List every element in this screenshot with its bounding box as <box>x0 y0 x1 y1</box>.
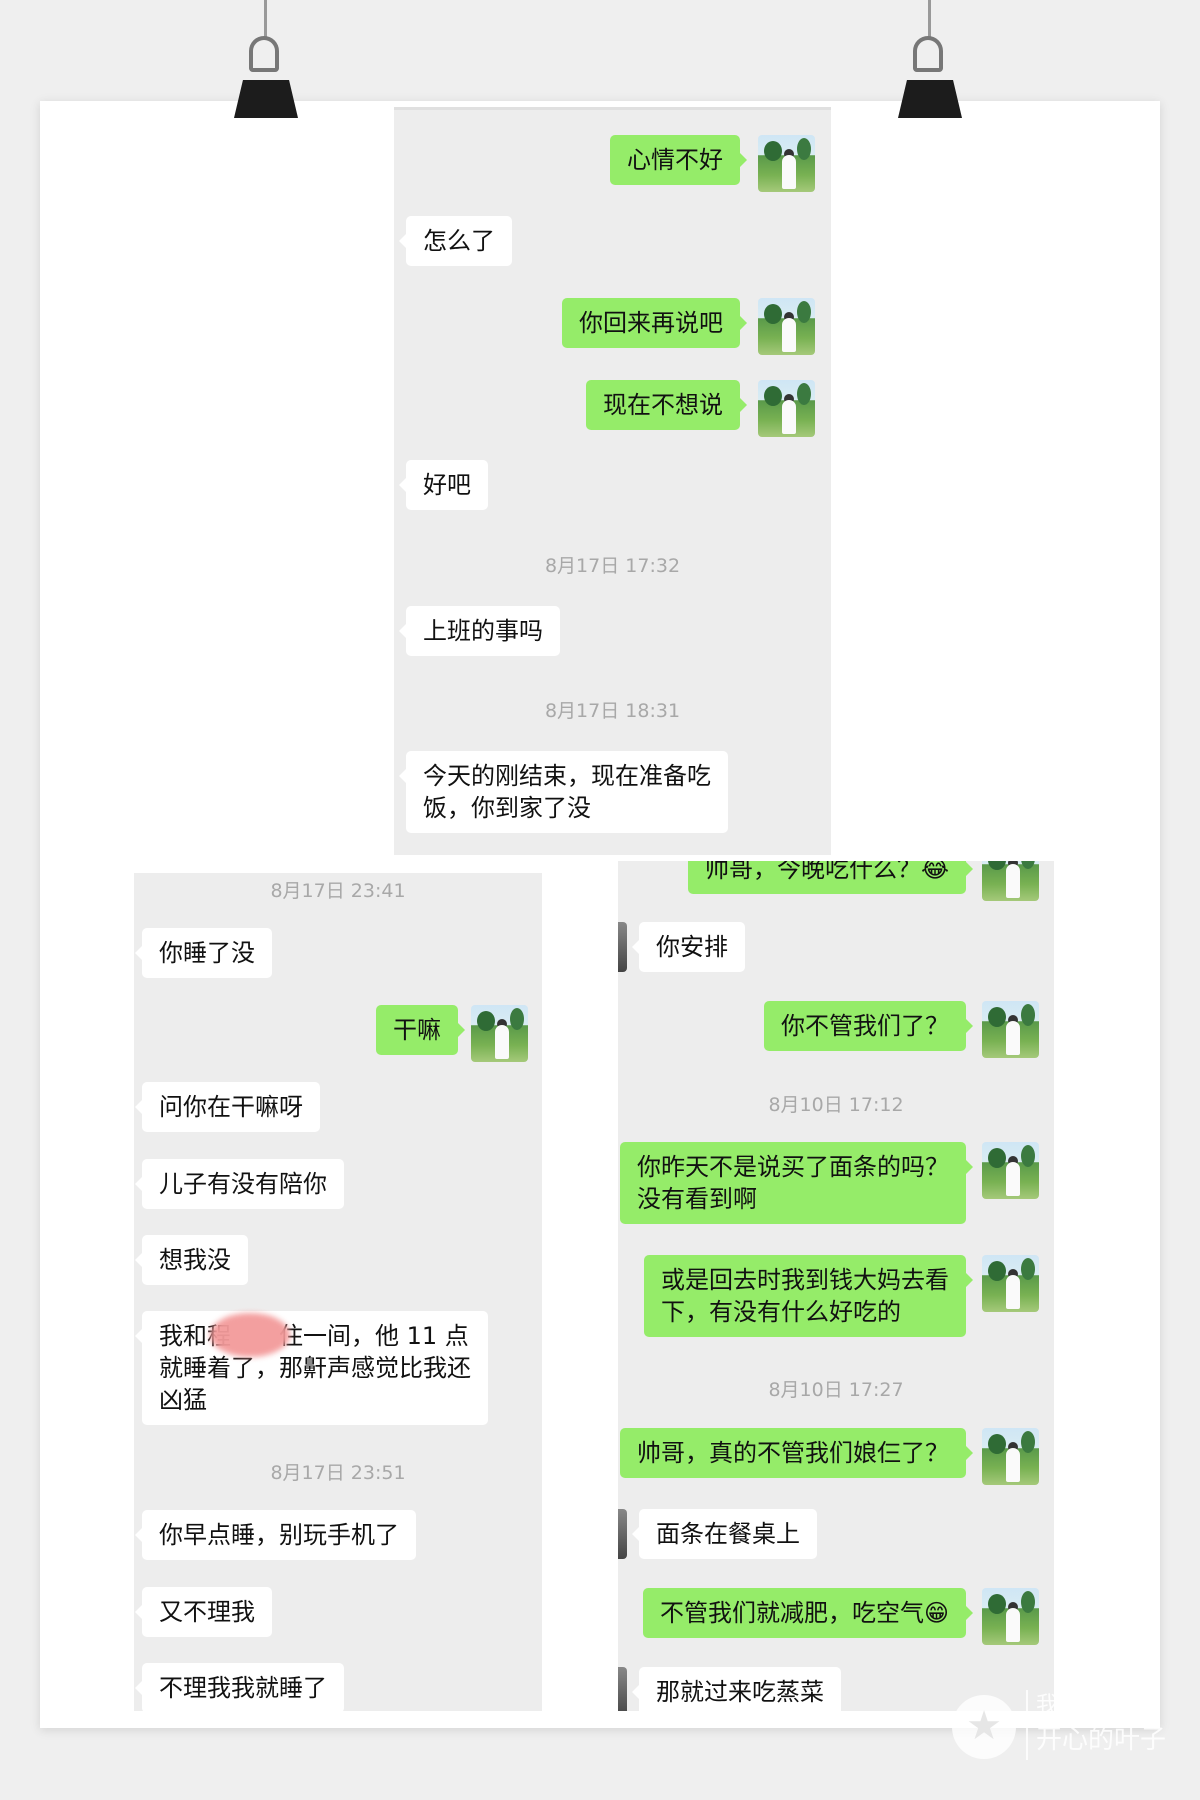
received-message-bubble[interactable]: 问你在干嘛呀 <box>135 1082 320 1132</box>
timestamp: 8月17日 23:51 <box>270 1462 406 1484</box>
profile-avatar[interactable] <box>758 380 815 437</box>
chat-panel-top: 心情不好怎么了你回来再说吧现在不想说好吧 8月17日 17:32 上班的事吗 8月17… <box>394 107 831 855</box>
star-logo-icon: ★ <box>952 1695 1016 1759</box>
received-message-bubble[interactable]: 又不理我 <box>135 1587 272 1637</box>
profile-avatar[interactable] <box>982 861 1039 901</box>
profile-avatar[interactable] <box>982 1588 1039 1645</box>
chat-panel-bottom-right: 帅哥，今晚吃什么？😂 你安排你不管我们了？ 8月10日 17:12 你昨天不是说买了面… <box>618 861 1054 1711</box>
chat-panel-bottom-left: 8月17日 23:41 你睡了没干嘛问你在干嘛呀儿子有没有陪你想我没我和程 住一间… <box>134 873 542 1711</box>
watermark-line1: 我 <box>1036 1693 1059 1718</box>
binder-clip-icon <box>895 0 965 118</box>
timestamp: 8月17日 23:41 <box>270 880 406 902</box>
received-message-bubble[interactable]: 想我没 <box>135 1235 248 1285</box>
received-message-bubble[interactable]: 今天的刚结束，现在准备吃 饭，你到家了没 <box>399 751 728 833</box>
sent-message-bubble[interactable]: 帅哥，真的不管我们娘仨了？ <box>620 1428 973 1478</box>
received-message-bubble[interactable]: 那就过来吃蒸菜 <box>632 1667 841 1711</box>
binder-clip-icon <box>231 0 301 118</box>
timestamp: 8月10日 17:12 <box>768 1094 904 1116</box>
sent-message-bubble[interactable]: 现在不想说 <box>586 380 747 430</box>
sent-message-bubble[interactable]: 帅哥，今晚吃什么？😂 <box>687 861 974 894</box>
profile-avatar[interactable] <box>982 1428 1039 1485</box>
profile-avatar[interactable] <box>982 1142 1039 1199</box>
redaction-blur <box>210 1313 290 1357</box>
received-message-bubble[interactable]: 你安排 <box>632 922 745 972</box>
profile-avatar[interactable] <box>758 298 815 355</box>
timestamp: 8月17日 17:32 <box>544 555 681 577</box>
received-message-bubble[interactable]: 怎么了 <box>399 216 512 266</box>
divider <box>1026 1690 1028 1760</box>
timestamp: 8月17日 18:31 <box>544 700 681 722</box>
received-message-bubble[interactable]: 上班的事吗 <box>399 606 560 656</box>
sent-message-bubble[interactable]: 心情不好 <box>610 135 747 185</box>
watermark-author: 开心的叶子 <box>1036 1725 1167 1755</box>
profile-avatar[interactable] <box>982 1255 1039 1312</box>
timestamp: 8月10日 17:27 <box>768 1379 904 1401</box>
contact-avatar[interactable] <box>618 922 627 972</box>
received-message-bubble[interactable]: 好吧 <box>399 460 488 510</box>
received-message-bubble[interactable]: 面条在餐桌上 <box>632 1509 817 1559</box>
received-message-bubble[interactable]: 你睡了没 <box>135 928 272 978</box>
sent-message-bubble[interactable]: 你昨天不是说买了面条的吗？ 没有看到啊 <box>620 1142 973 1224</box>
received-message-bubble[interactable]: 儿子有没有陪你 <box>135 1159 344 1209</box>
received-message-bubble[interactable]: 我和程 住一间，他 11 点 就睡着了，那鼾声感觉比我还 凶猛 <box>135 1311 488 1425</box>
received-message-bubble[interactable]: 你早点睡，别玩手机了 <box>135 1510 416 1560</box>
sent-message-bubble[interactable]: 不管我们就减肥，吃空气😁 <box>642 1588 974 1638</box>
sent-message-bubble[interactable]: 你回来再说吧 <box>562 298 747 348</box>
sent-message-bubble[interactable]: 或是回去时我到钱大妈去看 下，有没有什么好吃的 <box>644 1255 973 1337</box>
contact-avatar[interactable] <box>618 1509 627 1559</box>
received-message-bubble[interactable]: 不理我我就睡了 <box>135 1663 344 1711</box>
profile-avatar[interactable] <box>758 135 815 192</box>
profile-avatar[interactable] <box>471 1005 528 1062</box>
profile-avatar[interactable] <box>982 1001 1039 1058</box>
sent-message-bubble[interactable]: 你不管我们了？ <box>764 1001 973 1051</box>
sent-message-bubble[interactable]: 干嘛 <box>376 1005 465 1055</box>
contact-avatar[interactable] <box>618 1667 627 1711</box>
